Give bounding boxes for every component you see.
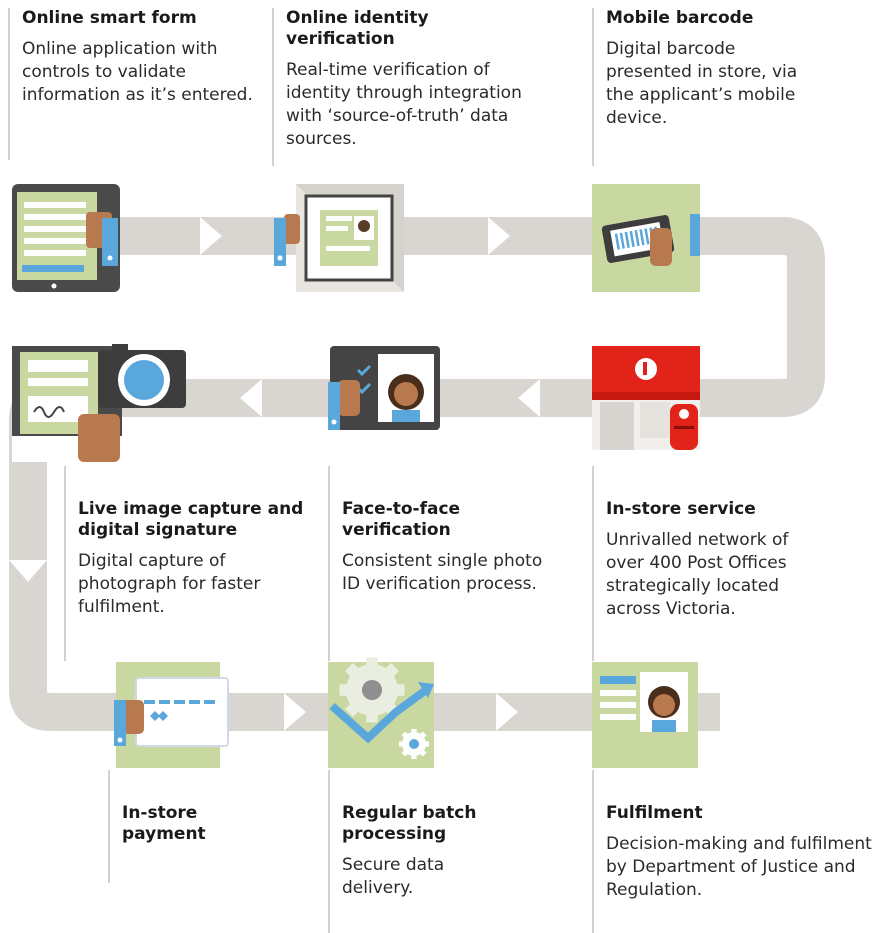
step-fulfilment: Fulfilment Decision-making and fulfilmen… [592, 770, 879, 933]
identity-tablet-icon [274, 184, 404, 292]
arrow-left-icon [240, 379, 262, 417]
step-description: Consistent single photo ID verification … [342, 551, 543, 594]
phone-barcode-icon [592, 184, 700, 292]
card-payment-icon [114, 662, 229, 768]
step-in-store-service: In-store service Unrivalled network of o… [592, 466, 846, 661]
process-flow-diagram [9, 184, 825, 768]
face-id-tablet-icon [328, 346, 440, 430]
step-title: Face-to-face verification [342, 499, 461, 540]
step-online-identity: Online identity verification Real-time v… [272, 8, 526, 166]
step-title: Regular batch processing [342, 803, 477, 844]
step-in-store-payment: In-store payment [108, 770, 232, 883]
arrow-right-icon [496, 693, 518, 731]
step-title: In-store service [606, 499, 756, 519]
post-office-icon [592, 346, 700, 450]
step-smart-form: Online smart form Online application wit… [8, 8, 257, 160]
gears-processing-icon [328, 657, 434, 768]
arrow-down-icon [9, 560, 47, 582]
step-title: Live image capture and digital signature [78, 499, 304, 540]
step-mobile-barcode: Mobile barcode Digital barcode presented… [592, 8, 826, 166]
arrow-right-icon [200, 217, 222, 255]
camera-signature-icon [12, 344, 186, 462]
arrow-left-icon [518, 379, 540, 417]
step-description: Real-time verification of identity throu… [286, 60, 522, 149]
step-title: Online smart form [22, 8, 197, 28]
arrow-right-icon [488, 217, 510, 255]
step-title: Online identity verification [286, 8, 429, 49]
step-description: Decision-making and fulfilment by Depart… [606, 834, 872, 900]
step-description: Online application with controls to vali… [22, 39, 253, 105]
tablet-form-icon [12, 184, 120, 292]
step-title: In-store payment [122, 803, 206, 844]
step-description: Unrivalled network of over 400 Post Offi… [606, 530, 789, 619]
step-description: Digital capture of photograph for faster… [78, 551, 261, 617]
step-description: Digital barcode presented in store, via … [606, 39, 798, 128]
step-face-to-face: Face-to-face verification Consistent sin… [328, 466, 572, 661]
arrow-right-icon [284, 693, 306, 731]
small-gear-icon [399, 729, 429, 759]
step-title: Mobile barcode [606, 8, 754, 28]
step-live-capture: Live image capture and digital signature… [64, 466, 323, 661]
id-card-fulfilment-icon [592, 662, 698, 768]
step-title: Fulfilment [606, 803, 703, 823]
flow-arrows [9, 217, 540, 731]
step-batch-processing: Regular batch processing Secure data del… [328, 770, 542, 933]
step-description: Secure data delivery. [342, 855, 445, 898]
